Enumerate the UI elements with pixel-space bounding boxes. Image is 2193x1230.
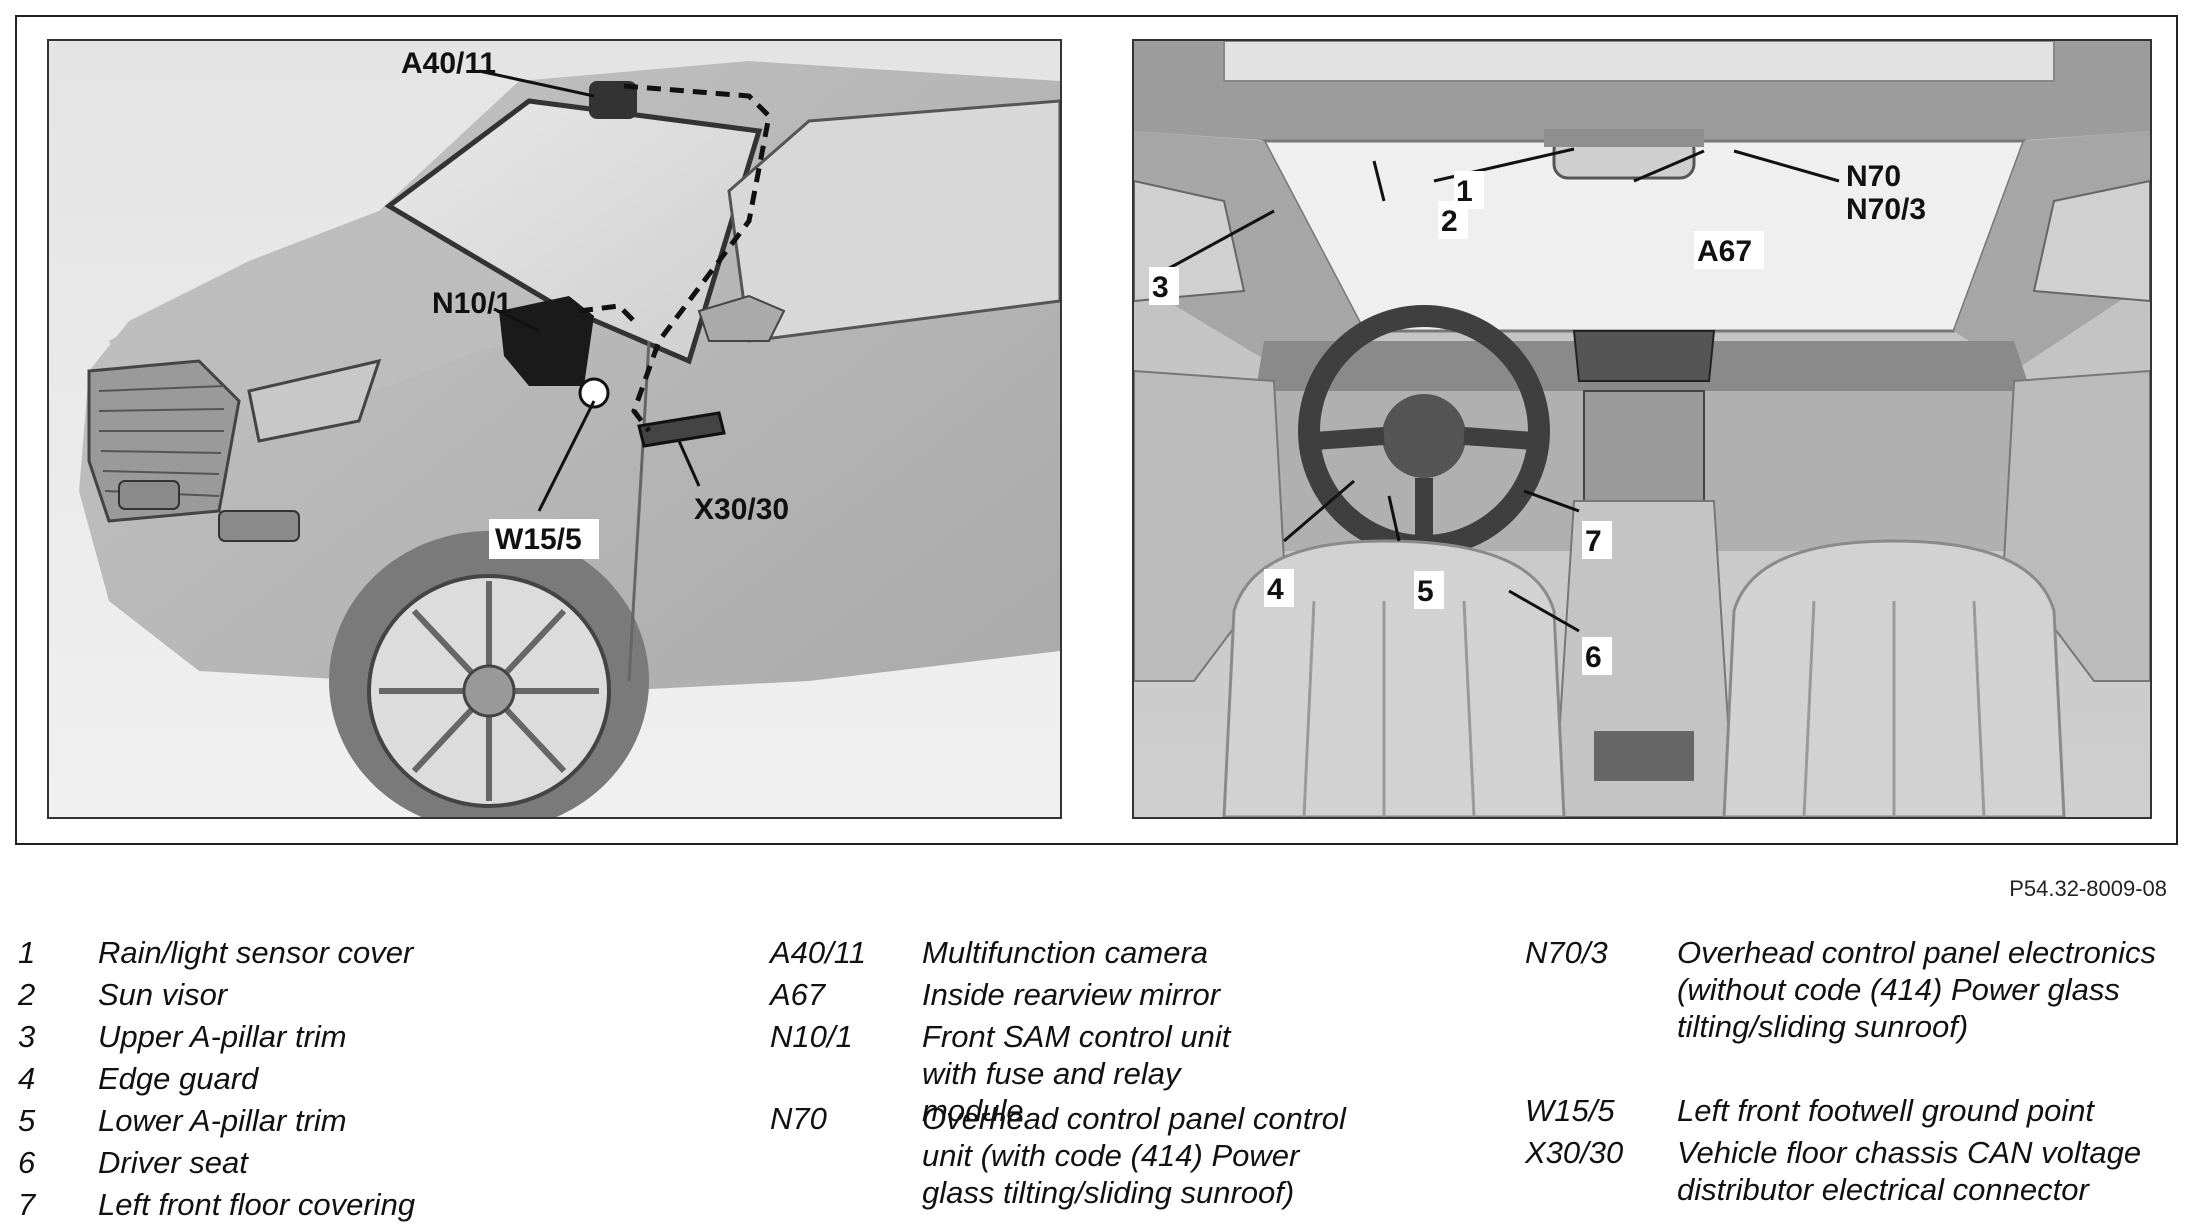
legend-item: N10/1 Front SAM control unit with fuse a… xyxy=(770,1018,1290,1128)
driver-seat xyxy=(1222,539,1566,817)
legend-item: X30/30 Vehicle floor chassis CAN voltage… xyxy=(1525,1134,2185,1208)
legend-item: 1 Rain/light sensor cover xyxy=(18,934,738,976)
legend-desc: Edge guard xyxy=(98,1061,259,1096)
legend-item: 4 Edge guard xyxy=(18,1060,738,1102)
legend-key: 4 xyxy=(18,1061,36,1096)
callout-a67: A67 xyxy=(1697,235,1752,268)
legend-key: 3 xyxy=(18,1019,36,1054)
callout-n70-3: N70/3 xyxy=(1846,193,1926,226)
legend-desc: Vehicle floor chassis CAN voltage distri… xyxy=(1677,1135,2142,1207)
front-sam-unit-n10-1 xyxy=(499,296,594,386)
callout-7: 7 xyxy=(1585,525,1602,558)
legend-desc: Sun visor xyxy=(98,977,228,1012)
exterior-car-illustration: A40/11 N10/1 X30/30 W15/5 xyxy=(49,41,1060,817)
legend-desc: Upper A-pillar trim xyxy=(98,1019,347,1054)
legend-item: A40/11 Multifunction camera xyxy=(770,934,1450,976)
can-distributor-x30-30 xyxy=(637,411,726,448)
interior-cabin-illustration: 2 1 N70 N70/3 A67 3 4 5 7 6 xyxy=(1134,41,2150,817)
legend-item: 7 Left front floor covering xyxy=(18,1186,738,1228)
callout-n10-1: N10/1 xyxy=(432,287,512,320)
callout-a40-11: A40/11 xyxy=(401,47,496,80)
wiring-harness xyxy=(623,83,772,433)
legend-desc: Left front footwell ground point xyxy=(1677,1093,2095,1128)
legend-column-1: 1 Rain/light sensor cover 2 Sun visor 3 … xyxy=(18,934,738,1228)
legend-key: 7 xyxy=(18,1187,36,1222)
image-reference-code: P54.32-8009-08 xyxy=(2009,876,2167,901)
legend-desc: Rain/light sensor cover xyxy=(98,935,414,970)
callout-2: 2 xyxy=(1441,205,1458,238)
legend-item: 3 Upper A-pillar trim xyxy=(18,1018,738,1060)
callout-6: 6 xyxy=(1585,641,1602,674)
figure-frame: A40/11 N10/1 X30/30 W15/5 xyxy=(15,15,2178,845)
legend-column-3: N70/3 Overhead control panel electronics… xyxy=(1525,934,2185,1208)
legend-key: 6 xyxy=(18,1145,36,1180)
legend-item: A67 Inside rearview mirror xyxy=(770,976,1450,1018)
legend-key: W15/5 xyxy=(1525,1093,1615,1128)
legend-key: N70/3 xyxy=(1525,935,1608,970)
legend-key: 5 xyxy=(18,1103,36,1138)
legend-key: A67 xyxy=(770,977,826,1012)
legend-desc: Inside rearview mirror xyxy=(922,977,1221,1012)
legend-item: N70 Overhead control panel control unit … xyxy=(770,1100,1350,1211)
center-display xyxy=(1572,330,1716,382)
a-pillar-left xyxy=(1134,131,1364,371)
legend-desc: Lower A-pillar trim xyxy=(98,1103,347,1138)
callout-5: 5 xyxy=(1417,575,1434,608)
center-console-controls xyxy=(1583,390,1705,502)
side-mirror xyxy=(697,294,786,342)
rear-air-vents xyxy=(1594,731,1694,781)
legend-item: 2 Sun visor xyxy=(18,976,738,1018)
legend-desc: Front SAM control unit with fuse and rel… xyxy=(922,1019,1231,1128)
callout-x30-30: X30/30 xyxy=(694,493,789,526)
legend-key: N70 xyxy=(770,1101,827,1136)
legend-key: N10/1 xyxy=(770,1019,853,1054)
legend-desc: Multifunction camera xyxy=(922,935,1209,970)
legend-desc: Overhead control panel electronics (with… xyxy=(1677,935,2157,1044)
legend-item: 6 Driver seat xyxy=(18,1144,738,1186)
legend-key: A40/11 xyxy=(770,935,866,970)
legend-item: N70/3 Overhead control panel electronics… xyxy=(1525,934,2185,1092)
interior-view-panel: 2 1 N70 N70/3 A67 3 4 5 7 6 xyxy=(1132,39,2152,819)
windshield xyxy=(384,98,763,365)
legend-key: 2 xyxy=(18,977,36,1012)
multifunction-camera-a40-11 xyxy=(589,81,637,119)
ground-point-w15-5 xyxy=(578,377,610,409)
legend-column-2: A40/11 Multifunction camera A67 Inside r… xyxy=(770,934,1450,1211)
legend-desc: Left front floor covering xyxy=(98,1187,416,1222)
exterior-view-panel: A40/11 N10/1 X30/30 W15/5 xyxy=(47,39,1062,819)
callout-n70: N70 xyxy=(1846,160,1901,193)
callout-3: 3 xyxy=(1152,271,1169,304)
legend-key: X30/30 xyxy=(1525,1135,1624,1170)
legend-desc: Overhead control panel control unit (wit… xyxy=(922,1101,1346,1210)
callout-1: 1 xyxy=(1456,175,1473,208)
legend-item: W15/5 Left front footwell ground point xyxy=(1525,1092,2185,1134)
headlight xyxy=(247,358,382,443)
legend-desc: Driver seat xyxy=(98,1145,248,1180)
legend-item: 5 Lower A-pillar trim xyxy=(18,1102,738,1144)
callout-4: 4 xyxy=(1267,573,1284,606)
callout-w15-5: W15/5 xyxy=(495,523,582,556)
legend-key: 1 xyxy=(18,935,36,970)
